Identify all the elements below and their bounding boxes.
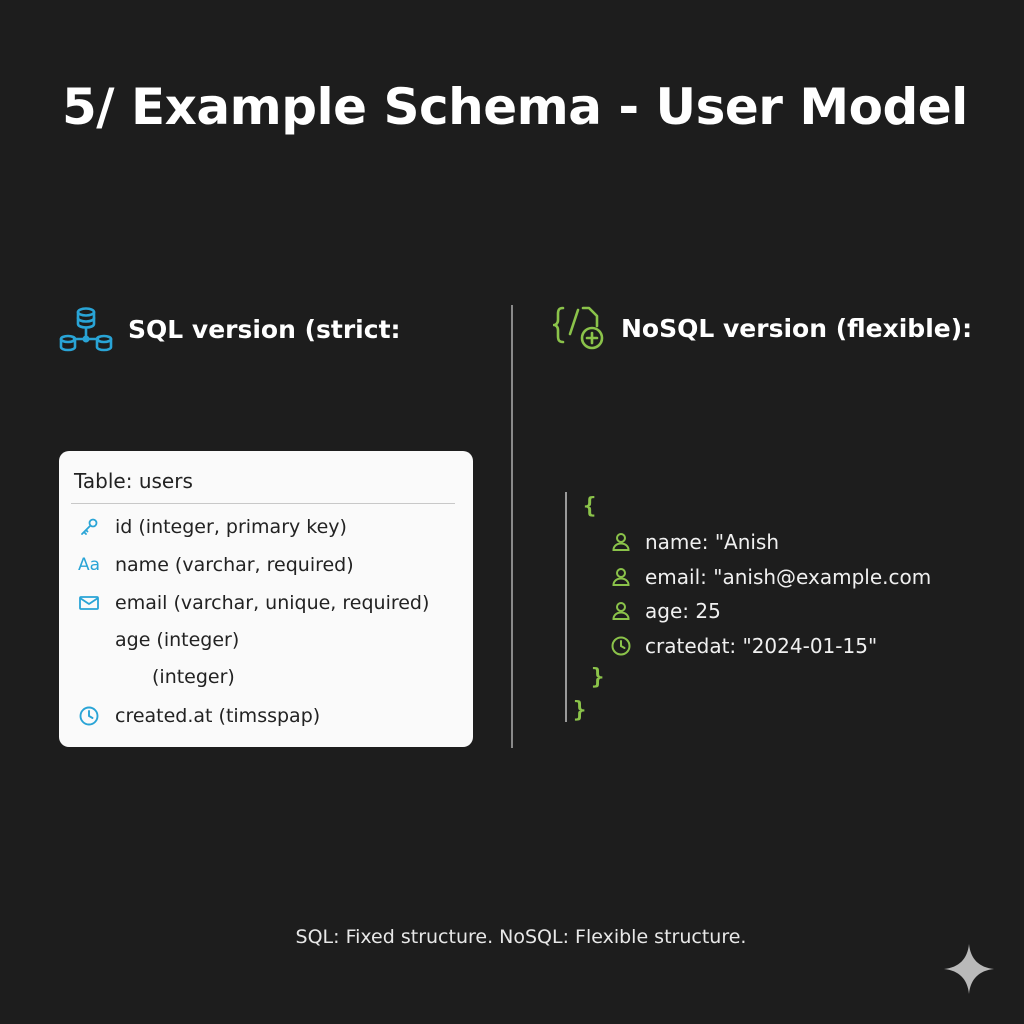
nosql-heading: NoSQL version (flexible): — [553, 304, 972, 352]
field-text: id (integer, primary key) — [115, 516, 347, 538]
json-field-text: email: "anish@example.com — [645, 565, 932, 589]
field-text: name (varchar, required) — [115, 554, 354, 576]
key-icon — [77, 515, 101, 539]
json-field-row: email: "anish@example.com — [610, 565, 931, 589]
json-field-text: age: 25 — [645, 599, 721, 623]
table-field-row: (integer) — [152, 666, 235, 688]
user-icon — [610, 531, 632, 553]
field-text: created.at (timsspap) — [115, 705, 321, 727]
table-field-row: id (integer, primary key) — [77, 515, 347, 539]
table-separator — [71, 503, 455, 504]
json-field-text: cratedat: "2024-01-15" — [645, 634, 878, 658]
code-document-plus-icon — [553, 304, 607, 352]
close-brace-outer: } — [573, 698, 587, 723]
user-icon — [610, 600, 632, 622]
nosql-heading-label: NoSQL version (flexible): — [621, 313, 973, 343]
table-title: Table: users — [74, 469, 193, 493]
vertical-divider — [511, 305, 513, 748]
sparkle-icon — [942, 942, 996, 1000]
field-text: age (integer) — [115, 629, 240, 651]
table-field-row: created.at (timsspap) — [77, 704, 320, 728]
page-title: 5/ Example Schema - User Model — [62, 78, 968, 136]
json-field-row: name: "Anish — [610, 530, 779, 554]
json-field-text: name: "Anish — [645, 530, 780, 554]
code-gutter-line — [565, 492, 567, 722]
footer-caption: SQL: Fixed structure. NoSQL: Flexible st… — [295, 926, 747, 948]
sql-table-card: Table: users id (integer, primary key) A… — [59, 451, 473, 747]
database-network-icon — [58, 304, 114, 354]
json-field-row: age: 25 — [610, 599, 721, 623]
close-brace-inner: } — [591, 665, 605, 690]
clock-icon — [77, 704, 101, 728]
sql-heading: SQL version (strict: — [58, 304, 401, 354]
user-icon — [610, 566, 632, 588]
json-field-row: cratedat: "2024-01-15" — [610, 634, 877, 658]
field-text: email (varchar, unique, required) — [115, 592, 430, 614]
table-field-row: Aa name (varchar, required) — [77, 553, 354, 577]
table-field-row: email (varchar, unique, required) — [77, 591, 429, 615]
envelope-icon — [77, 591, 101, 615]
field-text: (integer) — [152, 666, 235, 688]
text-aa-icon: Aa — [77, 555, 101, 575]
table-field-row: age (integer) — [77, 628, 239, 652]
open-brace: { — [583, 494, 597, 519]
clock-icon — [610, 635, 632, 657]
sql-heading-label: SQL version (strict: — [128, 314, 401, 344]
